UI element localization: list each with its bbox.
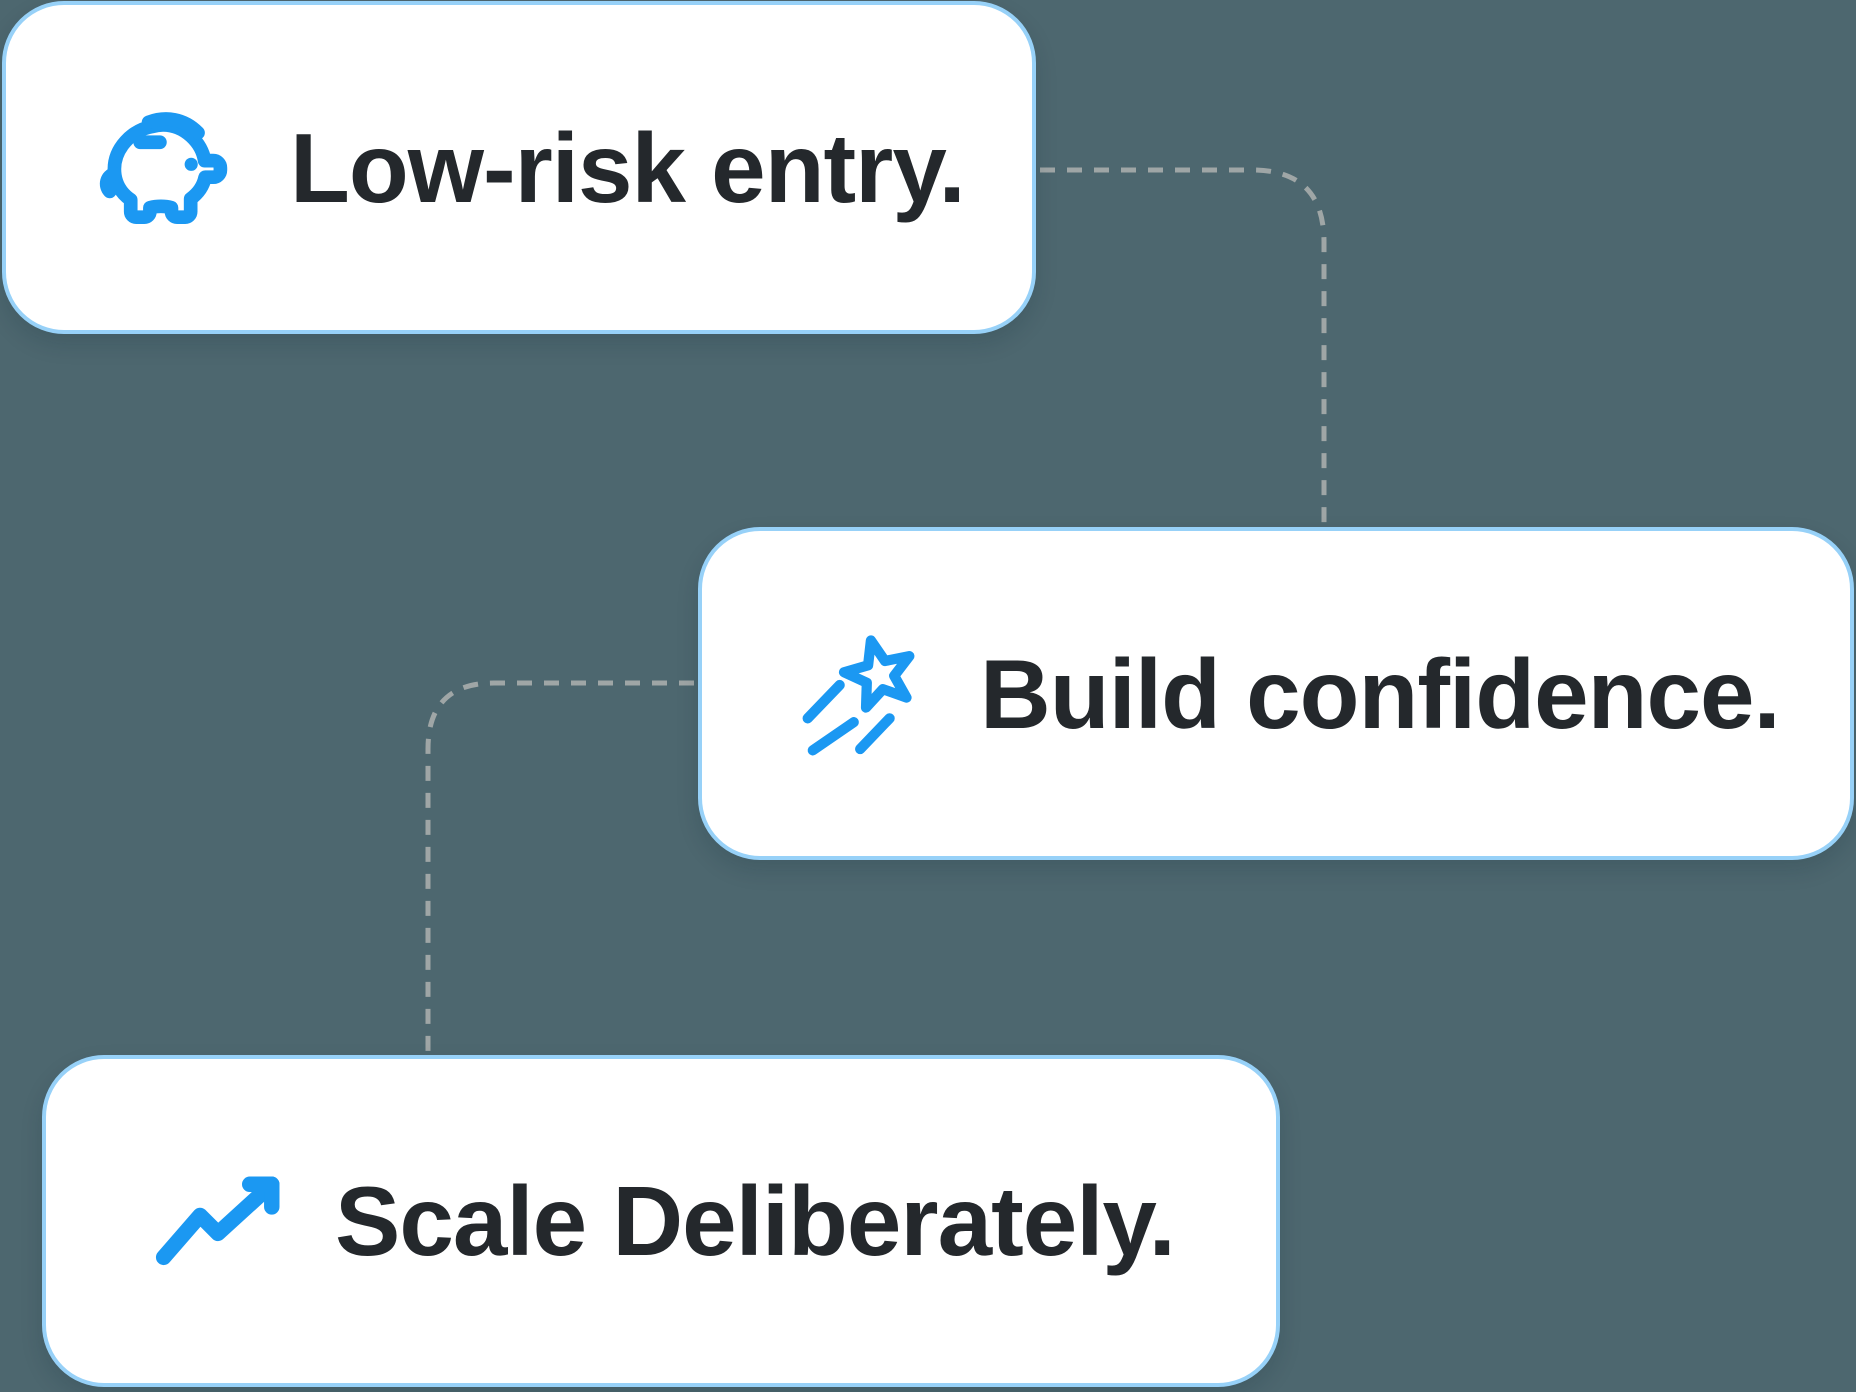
- card-label: Low-risk entry.: [290, 112, 966, 223]
- piggy-bank-icon: [99, 111, 228, 224]
- connector-card2-card3: [425, 680, 694, 1051]
- connector-card1-card2: [1040, 167, 1327, 524]
- shooting-star-icon: [802, 634, 915, 755]
- card-build-confidence: Build confidence.: [698, 527, 1854, 860]
- card-label: Scale Deliberately.: [335, 1166, 1176, 1276]
- trending-up-icon: [155, 1176, 280, 1265]
- card-label: Build confidence.: [980, 638, 1781, 749]
- card-scale-deliberately: Scale Deliberately.: [42, 1055, 1280, 1387]
- card-low-risk-entry: Low-risk entry.: [2, 1, 1036, 334]
